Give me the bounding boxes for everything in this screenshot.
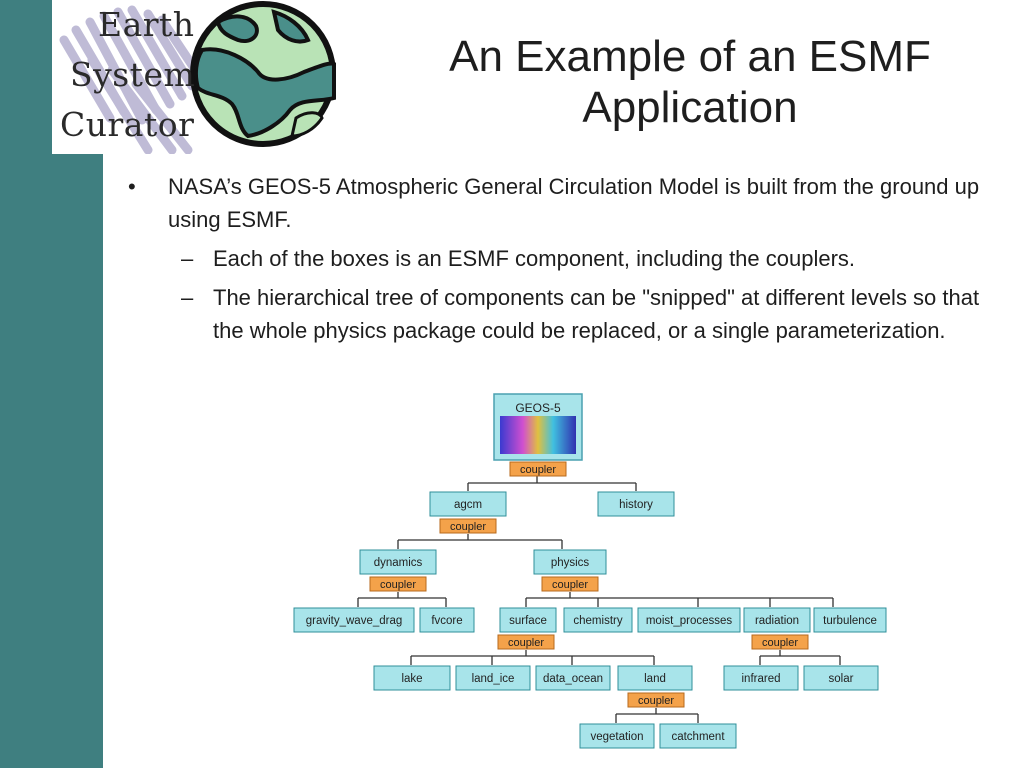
geos5-component-tree: GEOS-5 coupler coupler coupler coupler c… xyxy=(293,393,887,749)
logo-text-curator: Curator xyxy=(60,105,195,144)
slide-title-line-2: Application xyxy=(582,82,798,132)
component-chemistry-label: chemistry xyxy=(573,615,622,627)
logo-graphic xyxy=(59,1,336,154)
bullet-main-text: NASA’s GEOS-5 Atmospheric General Circul… xyxy=(168,174,980,232)
component-catchment-label: catchment xyxy=(671,731,725,743)
component-solar: solar xyxy=(803,665,879,691)
slide-title-line-1: An Example of an ESMF xyxy=(449,32,931,81)
coupler-surface: coupler xyxy=(497,634,555,650)
coupler-label: coupler xyxy=(450,521,486,533)
component-physics-label: physics xyxy=(551,557,590,569)
component-moist-processes-label: moist_processes xyxy=(646,615,733,627)
component-infrared: infrared xyxy=(723,665,799,691)
sub-bullet-1-text: Each of the boxes is an ESMF component, … xyxy=(213,246,856,271)
component-vegetation: vegetation xyxy=(579,723,655,749)
sub-bullet-2: – The hierarchical tree of components ca… xyxy=(128,281,1008,347)
component-physics: physics xyxy=(533,549,607,575)
component-gravity-wave-drag: gravity_wave_drag xyxy=(293,607,415,633)
slide-title: An Example of an ESMF Application xyxy=(400,32,980,133)
coupler-radiation: coupler xyxy=(751,634,809,650)
component-surface: surface xyxy=(499,607,557,633)
component-turbulence-label: turbulence xyxy=(823,615,877,627)
coupler-land: coupler xyxy=(627,692,685,708)
coupler-agcm: coupler xyxy=(439,518,497,534)
component-data-ocean-label: data_ocean xyxy=(543,673,603,685)
coupler-label: coupler xyxy=(508,637,544,649)
component-moist-processes: moist_processes xyxy=(637,607,741,633)
globe-map-thumbnail xyxy=(500,416,576,454)
coupler-label: coupler xyxy=(638,695,674,707)
globe-icon xyxy=(190,1,336,147)
component-solar-label: solar xyxy=(829,673,854,685)
component-data-ocean: data_ocean xyxy=(535,665,611,691)
coupler-label: coupler xyxy=(762,637,798,649)
component-infrared-label: infrared xyxy=(742,673,781,685)
component-vegetation-label: vegetation xyxy=(590,731,643,743)
component-fvcore: fvcore xyxy=(419,607,475,633)
component-surface-label: surface xyxy=(509,615,547,627)
component-agcm: agcm xyxy=(429,491,507,517)
sub-bullet-2-text: The hierarchical tree of components can … xyxy=(213,285,980,343)
component-geos5-label: GEOS-5 xyxy=(515,401,561,415)
component-radiation-label: radiation xyxy=(755,615,799,627)
component-dynamics: dynamics xyxy=(359,549,437,575)
logo-text-system: System xyxy=(70,55,196,94)
tree-connectors xyxy=(357,476,841,723)
component-chemistry: chemistry xyxy=(563,607,633,633)
bullet-list: • NASA’s GEOS-5 Atmospheric General Circ… xyxy=(128,170,1008,347)
component-catchment: catchment xyxy=(659,723,737,749)
bullet-dot: • xyxy=(128,174,136,199)
sub-bullet-dash: – xyxy=(181,246,194,271)
component-dynamics-label: dynamics xyxy=(374,557,423,569)
component-turbulence: turbulence xyxy=(813,607,887,633)
component-land-label: land xyxy=(644,673,666,685)
bullet-main: • NASA’s GEOS-5 Atmospheric General Circ… xyxy=(128,170,1008,236)
coupler-geos5: coupler xyxy=(509,461,567,477)
component-geos5: GEOS-5 xyxy=(493,393,583,461)
component-gravity-wave-drag-label: gravity_wave_drag xyxy=(306,615,403,627)
coupler-dynamics: coupler xyxy=(369,576,427,592)
coupler-label: coupler xyxy=(520,464,556,476)
coupler-label: coupler xyxy=(552,579,588,591)
component-lake: lake xyxy=(373,665,451,691)
component-land-ice: land_ice xyxy=(455,665,531,691)
coupler-physics: coupler xyxy=(541,576,599,592)
component-lake-label: lake xyxy=(401,673,422,685)
earth-system-curator-logo: Earth System Curator xyxy=(52,0,340,154)
component-agcm-label: agcm xyxy=(454,499,482,511)
component-radiation: radiation xyxy=(743,607,811,633)
coupler-label: coupler xyxy=(380,579,416,591)
sub-bullet-1: – Each of the boxes is an ESMF component… xyxy=(128,242,1008,275)
logo-text-earth: Earth xyxy=(98,5,195,44)
component-history: history xyxy=(597,491,675,517)
component-fvcore-label: fvcore xyxy=(431,615,462,627)
component-history-label: history xyxy=(619,499,653,511)
sub-bullet-dash: – xyxy=(181,285,194,310)
component-land-ice-label: land_ice xyxy=(472,673,515,685)
component-land: land xyxy=(617,665,693,691)
